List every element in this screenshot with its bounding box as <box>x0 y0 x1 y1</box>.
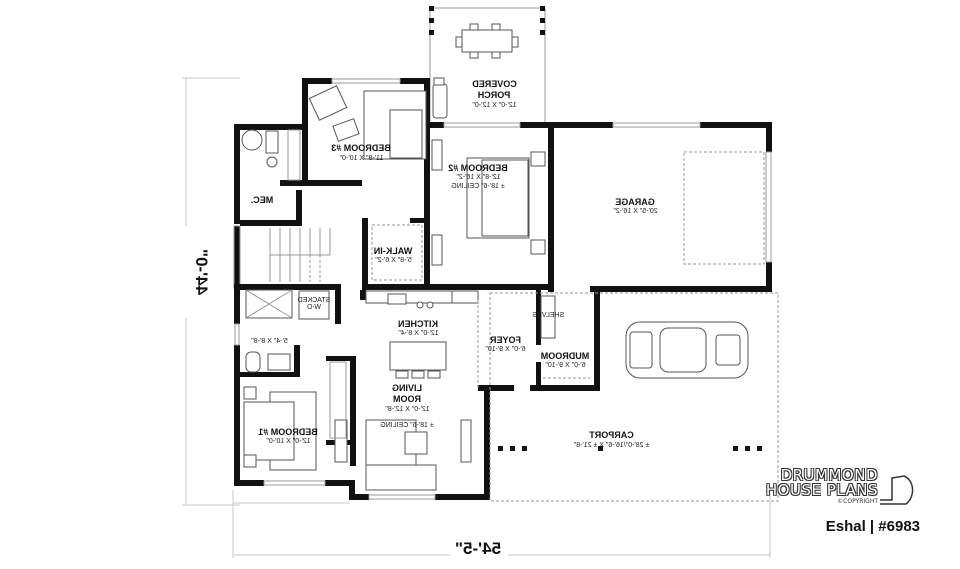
copyright-label: ©COPYRIGHT <box>837 498 878 505</box>
mec-label: MEC. <box>251 195 274 205</box>
stacked-wd-label: STACKED <box>298 297 331 304</box>
drummond-house-plans-logo: DRUMMOND HOUSE PLANS ©COPYRIGHT <box>748 468 878 506</box>
covered-porch-label-2: PORCH <box>478 90 511 100</box>
bedroom2-label: BEDROOM #2 <box>448 163 508 173</box>
living-room-label: LIVING <box>392 383 422 393</box>
bedroom3-size: 11'-8" X 10'-0" <box>339 155 383 162</box>
living-room-ceiling: ± 18'-6" CEILING <box>380 422 434 429</box>
kitchen-label: KITCHEN <box>398 319 438 329</box>
furniture <box>241 85 590 491</box>
brand-line-1: DRUMMOND <box>780 466 878 484</box>
mudroom-label: MUDROOM <box>541 351 590 361</box>
interior-walls <box>240 124 554 466</box>
garage-label: GARAGE <box>615 197 655 207</box>
kitchen-size: 12'-0" X 8'-4" <box>398 330 439 337</box>
mudroom-size: 6'-0" X 9'-10" <box>545 362 586 369</box>
living-room-size: 12'-0" X 12'-8" <box>385 406 430 413</box>
bedroom2-ceiling: ± 18'-6" CEILING <box>451 183 505 190</box>
bedroom1-size: 12'-0" X 10'-0" <box>266 438 311 445</box>
windows <box>234 78 772 500</box>
garage-carport <box>489 151 779 502</box>
covered-porch <box>429 6 546 125</box>
foyer-size: 6'-0" X 9'-10" <box>485 346 526 353</box>
carport-size: ± 28'-0"/16'-6" X ± 21'-8" <box>573 442 649 449</box>
covered-porch-label: COVERED <box>472 79 517 89</box>
covered-porch-size: 12'-0" X 12'-0" <box>472 102 517 109</box>
bedroom1-label: BEDROOM #1 <box>258 427 318 437</box>
foyer-label: FOYER <box>489 335 521 345</box>
walkin-size: 5'-8" X 6'-2" <box>375 257 412 264</box>
overall-width-label: 54'-5" <box>455 539 501 558</box>
bathroom-size: 5'-4" X 8'-8" <box>251 338 288 345</box>
shelves-label: SHELVES <box>532 312 564 319</box>
stairs <box>239 228 331 282</box>
house-logo-icon <box>880 475 914 505</box>
dining-table <box>461 29 513 53</box>
walkin-label: WALK-IN <box>374 246 413 256</box>
dimension-lines <box>182 77 771 558</box>
bedroom2-size: 12'-8" X 16'-2" <box>456 174 501 181</box>
bedroom3-label: BEDROOM #3 <box>331 143 391 153</box>
bbq-grill <box>432 83 448 119</box>
stacked-wd-label-2: W-D <box>307 304 321 311</box>
overall-depth-label: 44'-0" <box>192 249 211 295</box>
living-room-label-2: ROOM <box>393 394 421 404</box>
room-labels: BEDROOM #3 11'-8" X 10'-0" MEC. BEDROOM … <box>251 143 658 449</box>
carport-label: CARPORT <box>589 430 634 440</box>
car-icon <box>625 321 749 379</box>
garage-size: 20'-5" X 16'-2" <box>613 208 658 215</box>
plan-name-number: Eshal | #6983 <box>825 518 920 535</box>
brand-line-2: HOUSE PLANS <box>765 481 878 499</box>
